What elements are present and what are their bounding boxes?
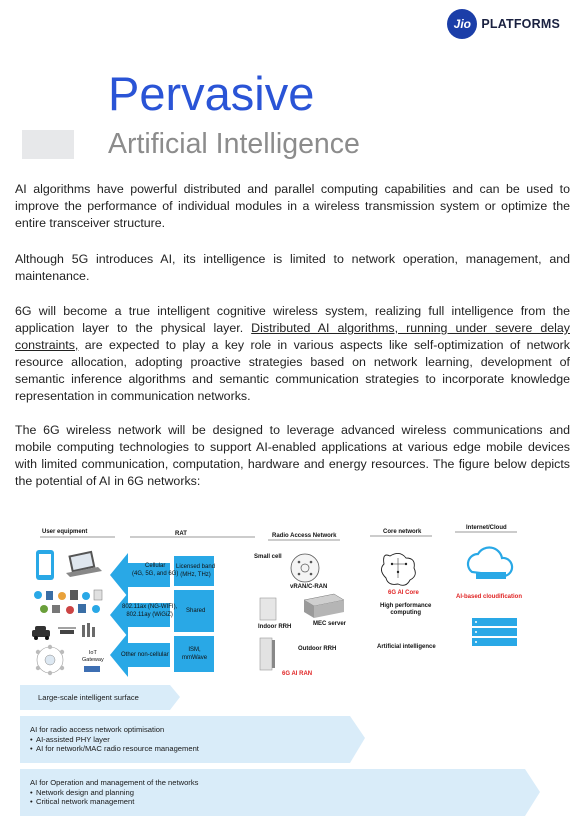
paragraph-3-start: 6G will become a true intelligent cognit… (15, 304, 570, 335)
paragraph-3-end: are expected to play a key role in vario… (15, 338, 570, 403)
core-column-header: Core network (383, 529, 422, 535)
banner-3-list: Network design and planning Critical net… (30, 788, 198, 807)
ai-label: Artificial intelligence (377, 644, 436, 650)
banner-3: AI for Operation and management of the n… (30, 778, 198, 807)
list-item: Network design and planning (30, 788, 198, 798)
ai-core-label: 6G AI Core (388, 590, 419, 596)
iot-devices-icon (34, 589, 103, 614)
page-title: Pervasive (108, 67, 315, 120)
non-cellular-label: Other non-cellular (121, 652, 169, 658)
licensed-band-box (174, 556, 214, 586)
cloudification-label: AI-based cloudification (456, 594, 523, 600)
smartphone-icon (36, 550, 54, 580)
ism-band-box (174, 636, 214, 672)
wifi-label: 802.11ax (NG-WIFI), 802.11ay (WiGiZ) (122, 604, 178, 618)
cloud-column-header: Internet/Cloud (466, 525, 507, 531)
small-cell-label: Small cell (254, 554, 282, 560)
mec-server-label: MEC server (313, 621, 347, 627)
mec-server-icon (303, 593, 345, 618)
list-item: AI for network/MAC radio resource manage… (30, 744, 199, 754)
ism-band-label: ISM, mmWave (182, 647, 208, 661)
page-subtitle: Artificial Intelligence (108, 128, 360, 160)
banner-3-title: AI for Operation and management of the n… (30, 778, 199, 787)
drone-icon (58, 627, 76, 634)
outdoor-rrh-label: Outdoor RRH (298, 646, 337, 652)
ran-column-header: Radio Access Network (272, 533, 337, 539)
banner-2-title: AI for radio access network optimisation (30, 725, 165, 734)
logo-text: PLATFORMS (481, 17, 560, 31)
industrial-robot-icon (82, 623, 95, 637)
licensed-band-label: Licensed band (MHz, THz) (176, 564, 216, 578)
list-item: AI-assisted PHY layer (30, 735, 199, 745)
cloud-icon (466, 546, 514, 579)
paragraph-3: 6G will become a true intelligent cognit… (15, 303, 570, 405)
paragraph-1: AI algorithms have powerful distributed … (15, 182, 570, 230)
ue-column-header: User equipment (42, 529, 88, 535)
car-icon (32, 626, 50, 640)
banner-2: AI for radio access network optimisation… (30, 725, 199, 754)
non-cellular-arrow (110, 633, 170, 677)
jio-logo-icon: Jio (447, 9, 478, 39)
figure-graphics (20, 531, 540, 816)
paragraph-3-underlined: Distributed AI algorithms, running under… (15, 321, 570, 352)
paragraph-2: Although 5G introduces AI, its intellige… (15, 252, 570, 283)
cellular-arrow (110, 553, 170, 597)
banner-1-title: Large-scale intelligent surface (38, 693, 139, 702)
small-cell-icon (290, 553, 320, 583)
indoor-rrh-icon (259, 597, 277, 621)
iot-network-icon (35, 644, 65, 676)
list-item: Critical network management (30, 797, 198, 807)
shared-band-box (174, 590, 214, 632)
cloud-server-rack-icon (472, 618, 517, 646)
banner-2-list: AI-assisted PHY layer AI for network/MAC… (30, 735, 199, 754)
iot-gateway-icon (84, 666, 100, 672)
paragraph-4: The 6G wireless network will be designed… (15, 423, 570, 488)
ai-ran-label: 6G AI RAN (282, 671, 313, 677)
vran-label: vRAN/C-RAN (290, 584, 328, 590)
wifi-arrow (110, 593, 170, 637)
jio-platforms-logo: Jio PLATFORMS (447, 9, 560, 39)
decorative-gray-box (22, 130, 74, 159)
outdoor-rrh-icon (259, 637, 275, 671)
rat-column-header: RAT (175, 531, 187, 537)
hpc-label: High performance computing (380, 603, 432, 616)
cellular-label: Cellular (4G, 5G, and 6G) (132, 563, 179, 577)
banner-1-shape (20, 685, 180, 710)
indoor-rrh-label: Indoor RRH (258, 624, 292, 630)
laptop-icon (66, 550, 102, 577)
shared-band-label: Shared (186, 608, 206, 614)
iot-gateway-label: IoT Gateway (82, 650, 104, 663)
ai-brain-icon (381, 553, 416, 586)
banner-1: Large-scale intelligent surface (38, 693, 139, 703)
ai-6g-figure: User equipment RAT Radio Access Network … (20, 520, 565, 820)
